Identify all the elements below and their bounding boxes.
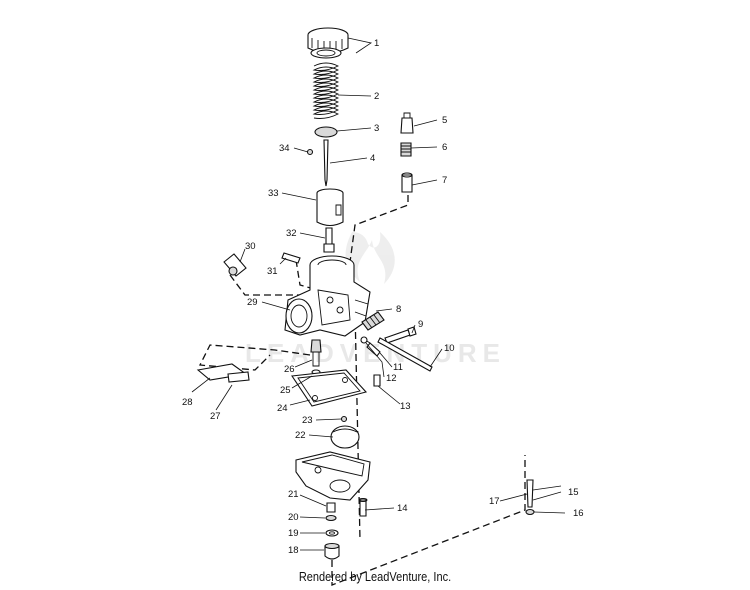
callout-26: 26 [284, 364, 295, 375]
callout-3: 3 [374, 123, 379, 134]
part-3-needle-retainer [314, 126, 338, 138]
callout-8: 8 [396, 304, 401, 315]
callout-19: 19 [288, 528, 299, 539]
part-19-washer [325, 529, 339, 537]
callout-11: 11 [393, 362, 403, 373]
callout-1: 1 [374, 38, 379, 49]
watermark: LEADVENTURE [245, 232, 506, 368]
part-10-throttle-rod [377, 337, 433, 372]
part-22-float [330, 425, 360, 449]
part-21-jet-holder [326, 502, 336, 513]
part-33-throttle-slide [316, 188, 344, 227]
callout-9: 9 [418, 319, 423, 330]
part-13-plug [373, 374, 381, 387]
part-14-bowl-screw [358, 498, 368, 517]
part-18-drain-plug [324, 542, 340, 560]
part-6-spring-small [400, 142, 412, 157]
callout-27: 27 [210, 411, 221, 422]
callout-32: 32 [286, 228, 297, 239]
part-29-carburetor-body [284, 255, 371, 337]
callout-31: 31 [267, 266, 278, 277]
part-16-vent-cap [525, 508, 535, 516]
callout-16: 16 [573, 508, 584, 519]
float-bowl [295, 451, 371, 501]
part-1-carburetor-cap [307, 27, 349, 59]
callout-7: 7 [442, 175, 447, 186]
part-4-jet-needle [323, 139, 329, 187]
callout-10: 10 [444, 343, 455, 354]
part-34-e-clip [306, 148, 314, 156]
callout-21: 21 [288, 489, 299, 500]
callout-33: 33 [268, 188, 279, 199]
part-27-float-pin [227, 371, 250, 383]
part-7-plunger [401, 172, 413, 193]
assembly-lines [198, 195, 526, 586]
part-12-washer [360, 336, 368, 344]
callout-14: 14 [397, 503, 408, 514]
callout-28: 28 [182, 397, 193, 408]
callout-4: 4 [370, 153, 375, 164]
callout-13: 13 [400, 401, 411, 412]
part-8-idle-spring [361, 311, 385, 331]
part-26-main-jet [310, 339, 322, 367]
part-31-choke-screw [281, 252, 301, 264]
callout-23: 23 [302, 415, 313, 426]
part-2-spring [312, 62, 340, 119]
callout-6: 6 [442, 142, 447, 153]
footer-credit: Rendered by LeadVenture, Inc. [298, 570, 452, 584]
part-5-vent-fitting [400, 112, 414, 134]
callout-12: 12 [386, 373, 397, 384]
callout-22: 22 [295, 430, 306, 441]
callout-5: 5 [442, 115, 447, 126]
watermark-text: LEADVENTURE [245, 338, 506, 368]
callout-34: 34 [279, 143, 290, 154]
callout-24: 24 [277, 403, 288, 414]
callout-30: 30 [245, 241, 256, 252]
leader-lines [191, 37, 566, 551]
part-24-float-bowl-gasket [291, 369, 368, 407]
part-30-choke-plunger [223, 253, 247, 277]
part-23-float-pin [340, 415, 348, 423]
part-32-throttle-stop-screw [323, 227, 335, 253]
callout-29: 29 [247, 297, 258, 308]
part-20-o-ring [325, 514, 337, 522]
callout-20: 20 [288, 512, 299, 523]
callout-labels: 1 2 3 4 5 6 7 8 9 10 11 12 13 14 15 16 1… [182, 38, 584, 556]
callout-2: 2 [374, 91, 379, 102]
callout-18: 18 [288, 545, 299, 556]
callout-25: 25 [280, 385, 291, 396]
part-17-vent-tube [526, 479, 534, 508]
callout-17: 17 [489, 496, 500, 507]
callout-15: 15 [568, 487, 579, 498]
